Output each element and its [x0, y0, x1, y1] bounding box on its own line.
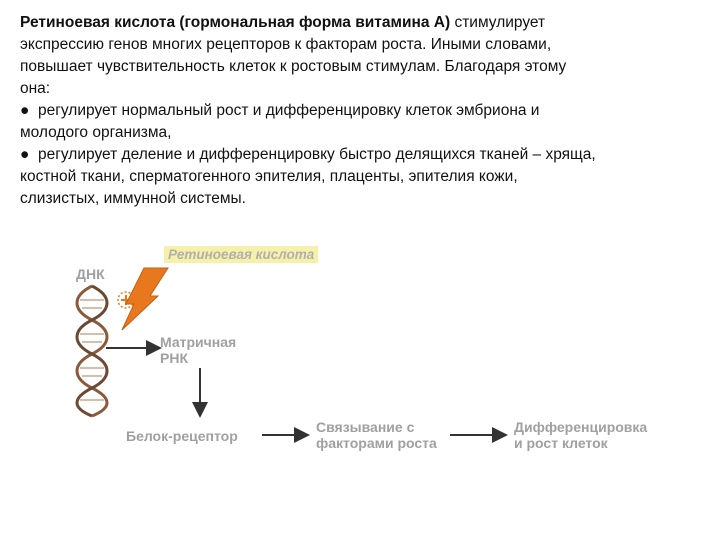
mrna-label: Матричная РНК	[160, 334, 237, 366]
bullet-2-line-1: ●регулирует деление и дифференцировку бы…	[20, 144, 700, 166]
description-text: Ретиноевая кислота (гормональная форма в…	[20, 12, 700, 210]
retinoic-acid-term: Ретиноевая кислота (гормональная форма в…	[20, 14, 451, 31]
retinoic-acid-pathway-diagram: Ретиноевая кислота ДНК Матричная РНК Бел…	[60, 238, 675, 460]
retinoic-acid-action-arrow	[121, 267, 169, 331]
bullet-1-line-2: молодого организма,	[20, 124, 172, 141]
intro-line-3: повышает чувствительность клеток к росто…	[20, 58, 567, 75]
intro-line-4: она:	[20, 80, 51, 97]
bullet-2-line-3: слизистых, иммунной системы.	[20, 190, 246, 207]
intro-line-1-rest: стимулирует	[450, 14, 546, 31]
receptor-protein-label: Белок-рецептор	[126, 428, 238, 444]
differentiation-growth-label: Дифференцировка и рост клеток	[514, 419, 648, 451]
intro-line-2: экспрессию генов многих рецепторов к фак…	[20, 36, 552, 53]
bullet-icon: ●	[20, 102, 30, 119]
bullet-2-line-2: костной ткани, сперматогенного эпителия,…	[20, 168, 518, 185]
diagram-graphics	[75, 267, 508, 443]
dna-helix-icon	[75, 284, 109, 418]
dna-label: ДНК	[76, 266, 105, 282]
intro-line-1: Ретиноевая кислота (гормональная форма в…	[20, 12, 700, 34]
bullet-icon: ●	[20, 146, 30, 163]
retinoic-acid-label: Ретиноевая кислота	[164, 246, 319, 263]
bullet-1-line-1: ●регулирует нормальный рост и дифференци…	[20, 100, 700, 122]
growth-factor-binding-label: Связывание с факторами роста	[316, 419, 437, 451]
